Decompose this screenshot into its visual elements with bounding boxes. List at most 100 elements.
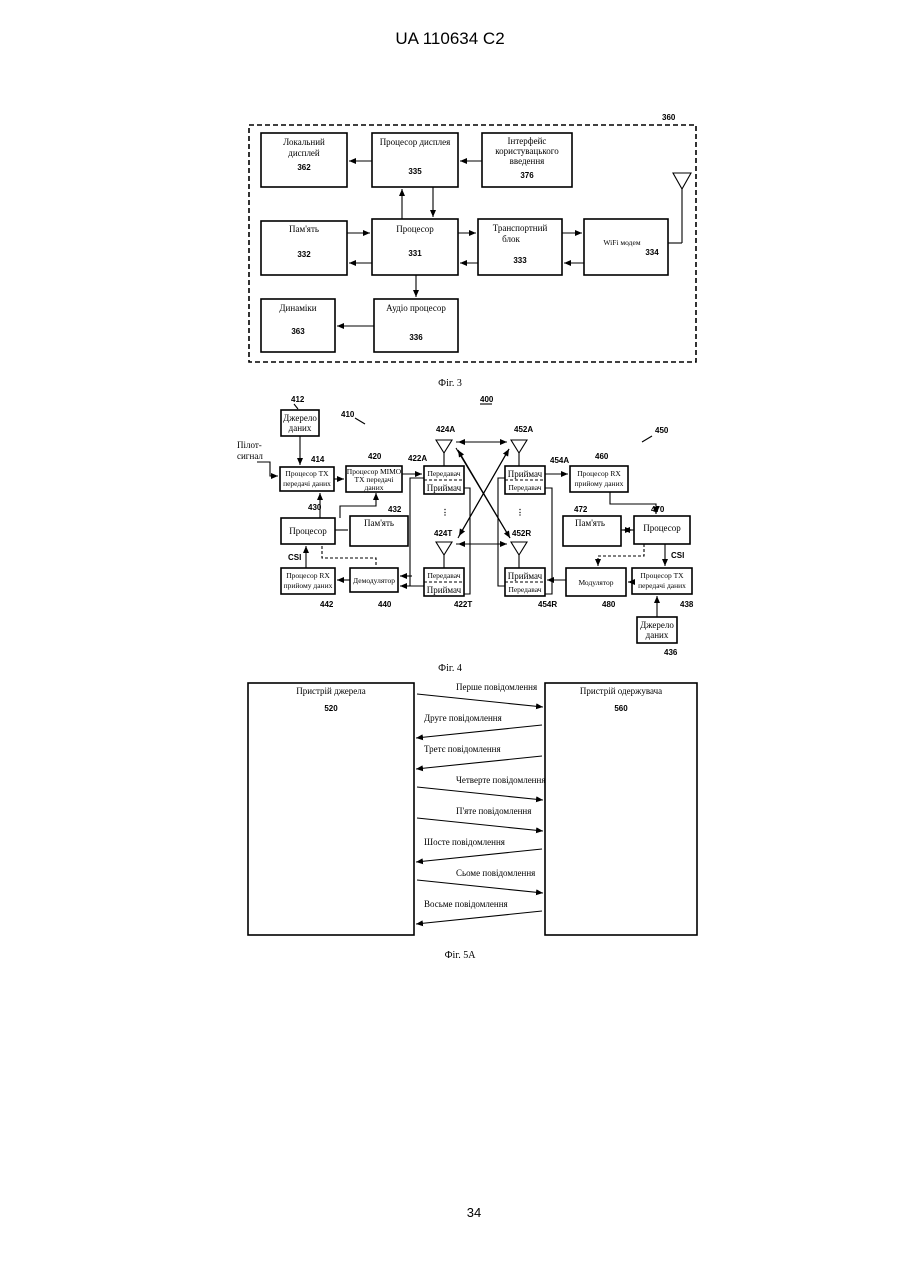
svg-text:Пристрій одержувача: Пристрій одержувача (580, 686, 662, 696)
svg-text:Транспортний: Транспортний (493, 223, 548, 233)
svg-text:CSI: CSI (288, 553, 301, 562)
svg-text:424A: 424A (436, 425, 455, 434)
ellipsis-left: ⋮ (441, 508, 449, 517)
svg-text:452R: 452R (512, 529, 531, 538)
svg-text:WiFi модем: WiFi модем (603, 238, 640, 247)
svg-text:Інтерфейс: Інтерфейс (508, 136, 547, 146)
antenna-424a-icon (436, 440, 452, 466)
message-label: Сьоме повідомлення (456, 868, 535, 878)
svg-text:424T: 424T (434, 529, 452, 538)
message-label: Друге повідомлення (424, 713, 502, 723)
fig4-diagram: 400 410 450 412 Джерело даних Пілот- сиг… (237, 395, 694, 674)
sink-device-box (545, 683, 697, 935)
message-label: Перше повідомлення (456, 682, 537, 692)
message-arrow (417, 787, 543, 800)
svg-text:414: 414 (311, 455, 325, 464)
message-arrow (417, 818, 543, 831)
svg-text:Передавач: Передавач (427, 469, 460, 478)
message-sequence: Перше повідомленняДруге повідомленняТрет… (416, 682, 545, 924)
svg-text:Пам'ять: Пам'ять (575, 518, 605, 528)
svg-text:520: 520 (324, 704, 338, 713)
svg-text:Процесор ТХ: Процесор ТХ (285, 469, 329, 478)
fig5a-diagram: Пристрій джерела 520 Пристрій одержувача… (248, 682, 697, 961)
svg-text:335: 335 (408, 167, 422, 176)
svg-text:332: 332 (297, 250, 311, 259)
svg-text:Приймач: Приймач (427, 483, 462, 493)
svg-text:363: 363 (291, 327, 305, 336)
page-number: 34 (467, 1205, 481, 1220)
svg-text:Пам'ять: Пам'ять (364, 518, 394, 528)
svg-text:420: 420 (368, 452, 382, 461)
svg-text:410: 410 (341, 410, 355, 419)
antenna-452a-icon (511, 440, 527, 466)
svg-text:560: 560 (614, 704, 628, 713)
svg-text:454R: 454R (538, 600, 557, 609)
svg-text:470: 470 (651, 505, 665, 514)
svg-text:Джерело: Джерело (640, 620, 674, 630)
message-7: Сьоме повідомлення (417, 868, 543, 893)
svg-text:користувацького: користувацького (495, 146, 559, 156)
frame-ref: 360 (662, 113, 676, 122)
svg-text:450: 450 (655, 426, 669, 435)
svg-text:440: 440 (378, 600, 392, 609)
document-id: UA 110634 C2 (395, 29, 504, 48)
svg-text:Процесор: Процесор (643, 523, 681, 533)
svg-text:Передавач: Передавач (508, 483, 541, 492)
svg-text:Приймач: Приймач (427, 585, 462, 595)
svg-text:412: 412 (291, 395, 305, 404)
svg-text:331: 331 (408, 249, 422, 258)
message-label: Восьме повідомлення (424, 899, 508, 909)
svg-text:480: 480 (602, 600, 616, 609)
svg-text:Локальний: Локальний (283, 137, 325, 147)
svg-text:362: 362 (297, 163, 311, 172)
svg-text:Пам'ять: Пам'ять (289, 224, 319, 234)
svg-text:Процесор RX: Процесор RX (577, 469, 621, 478)
svg-text:452A: 452A (514, 425, 533, 434)
svg-text:передачі даних: передачі даних (638, 581, 686, 590)
message-label: Шосте повідомлення (424, 837, 505, 847)
svg-text:422T: 422T (454, 600, 472, 609)
message-arrow (416, 911, 542, 924)
message-label: Третє повідомлення (424, 744, 501, 754)
svg-text:сигнал: сигнал (237, 451, 263, 461)
fig4-caption: Фіг. 4 (438, 663, 462, 674)
svg-text:Приймач: Приймач (508, 469, 543, 479)
svg-text:422A: 422A (408, 454, 427, 463)
svg-text:Процесор: Процесор (289, 526, 327, 536)
svg-text:блок: блок (502, 234, 520, 244)
svg-text:460: 460 (595, 452, 609, 461)
svg-text:даних: даних (646, 630, 669, 640)
svg-text:333: 333 (513, 256, 527, 265)
svg-text:прийому даних: прийому даних (575, 479, 624, 488)
antenna-424t-icon (436, 542, 452, 568)
svg-text:Процесор RX: Процесор RX (286, 571, 330, 580)
message-5: П'яте повідомлення (417, 806, 543, 831)
svg-text:Приймач: Приймач (508, 571, 543, 581)
message-label: Четверте повідомлення (456, 775, 545, 785)
svg-text:438: 438 (680, 600, 694, 609)
svg-text:454A: 454A (550, 456, 569, 465)
message-label: П'яте повідомлення (456, 806, 531, 816)
message-8: Восьме повідомлення (416, 899, 542, 924)
antenna-452r-icon (511, 542, 527, 568)
message-2: Друге повідомлення (416, 713, 542, 738)
message-6: Шосте повідомлення (416, 837, 542, 862)
svg-text:Процесор ТХ: Процесор ТХ (640, 571, 684, 580)
svg-text:336: 336 (409, 333, 423, 342)
svg-text:400: 400 (480, 395, 494, 404)
svg-text:CSI: CSI (671, 551, 684, 560)
svg-text:прийому даних: прийому даних (284, 581, 333, 590)
message-4: Четверте повідомлення (417, 775, 545, 800)
svg-text:Модулятор: Модулятор (578, 578, 613, 587)
svg-text:442: 442 (320, 600, 334, 609)
ellipsis-right: ⋮ (516, 508, 524, 517)
svg-text:432: 432 (388, 505, 402, 514)
svg-text:введення: введення (510, 156, 545, 166)
svg-text:даних: даних (365, 483, 384, 492)
svg-text:Процесор: Процесор (396, 224, 434, 234)
svg-text:даних: даних (289, 423, 312, 433)
message-1: Перше повідомлення (417, 682, 543, 707)
fig3-diagram: 360 Локальний дисплей 362 Процесор диспл… (249, 113, 696, 389)
